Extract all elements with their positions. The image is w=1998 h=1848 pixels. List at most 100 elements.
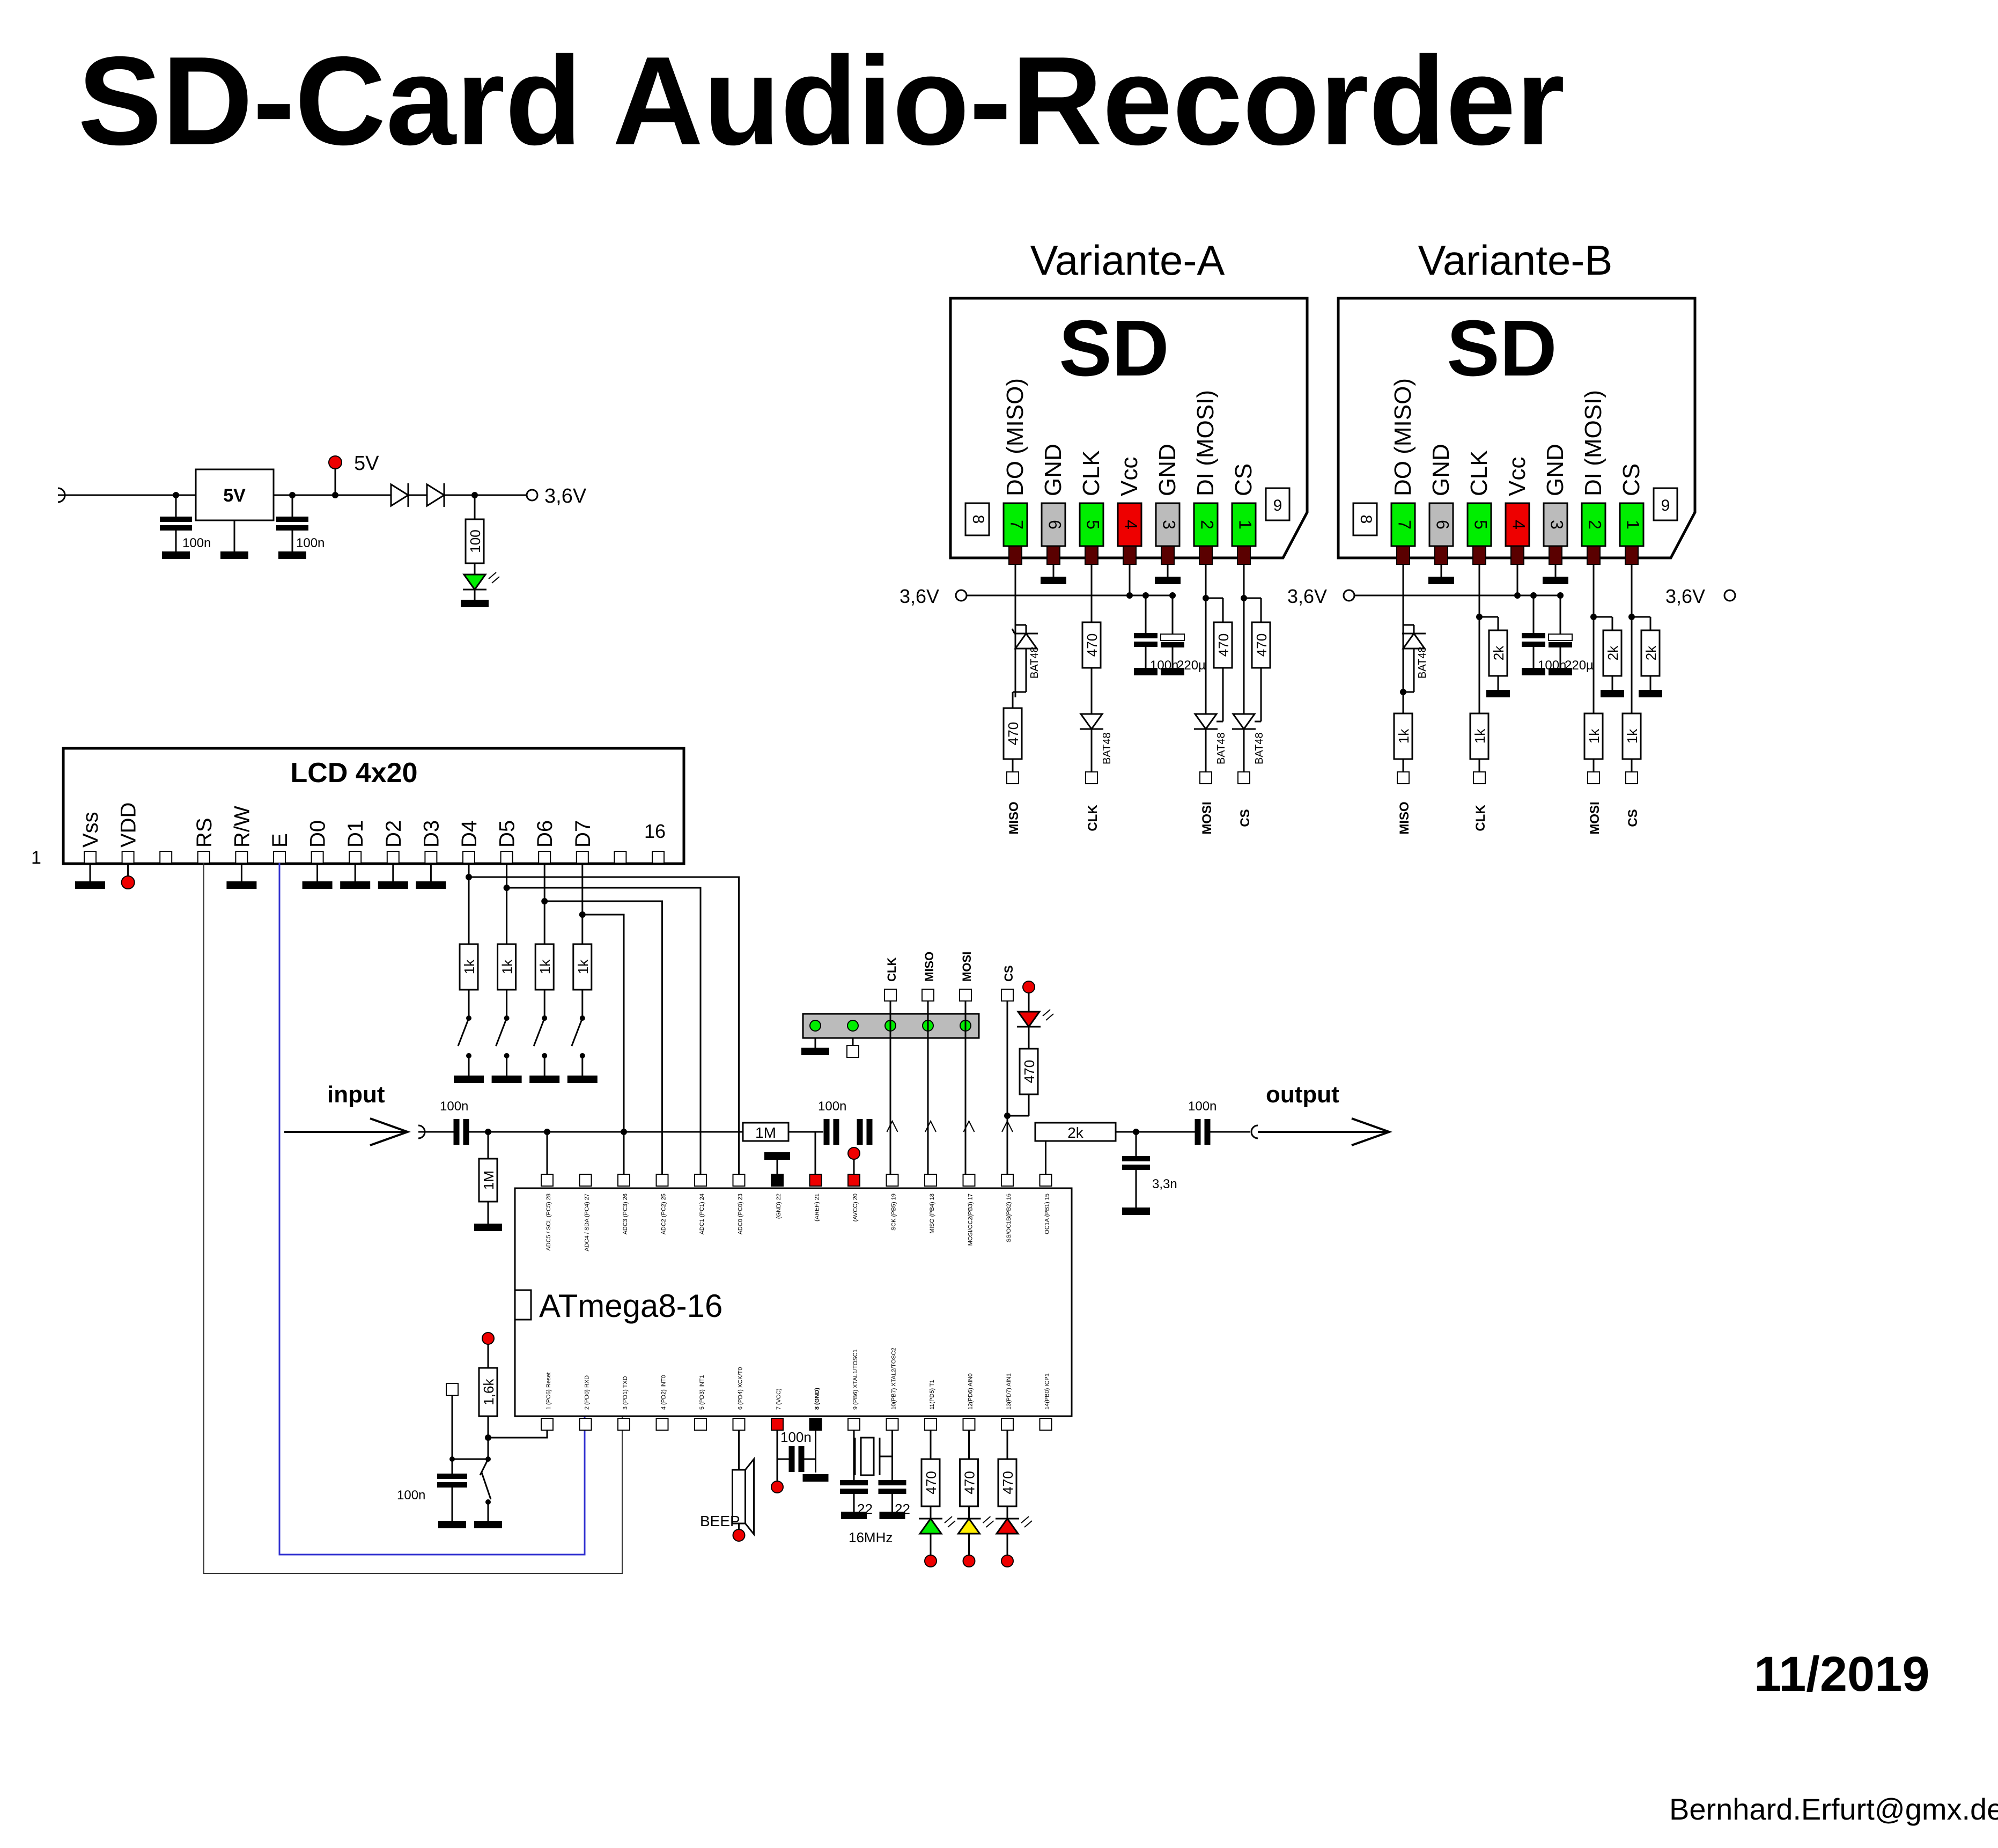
lcd-title: LCD 4x20 bbox=[291, 757, 418, 789]
terminal-3v6 bbox=[1343, 589, 1355, 602]
wire bbox=[506, 887, 702, 1175]
mcu-notch bbox=[514, 1289, 532, 1321]
mcu-pin-label: 8 (GND) bbox=[814, 1388, 821, 1410]
led-resistor-value: 470 bbox=[962, 1471, 978, 1494]
resistor-470-value: 470 bbox=[1084, 634, 1100, 657]
resistor-1k-value: 1k bbox=[1396, 728, 1412, 743]
schottky-diode bbox=[1232, 713, 1256, 731]
sd-pin-label: DI (MOSI) bbox=[1580, 390, 1606, 496]
bias-resistor-value: 1M bbox=[755, 1124, 776, 1141]
mcu-pin-label: 6 (PD4) XCK/T0 bbox=[738, 1367, 744, 1410]
mcu-bottom-pin bbox=[655, 1418, 669, 1431]
sd-pin-lead bbox=[1396, 546, 1410, 565]
sd-pin-2 bbox=[1193, 502, 1219, 547]
reset-cap-value: 100n bbox=[397, 1488, 425, 1503]
diode-label: BAT48 bbox=[1101, 732, 1113, 764]
schottky-diode bbox=[1014, 632, 1038, 650]
sd-pin-num: 6 bbox=[1045, 520, 1065, 529]
sd-pin-num: 5 bbox=[1083, 520, 1103, 529]
mcu-top-pin bbox=[924, 1174, 937, 1187]
lcd-first-pin: 1 bbox=[31, 848, 41, 868]
mcu-top-pin bbox=[541, 1174, 554, 1187]
electrolytic-cap bbox=[1548, 634, 1573, 641]
resistor-1k bbox=[1621, 712, 1642, 760]
mcu-bottom-pin bbox=[847, 1418, 860, 1431]
reset-resistor-value: 1,6k bbox=[481, 1378, 497, 1405]
button-resistor-value: 1k bbox=[575, 959, 591, 974]
supply-5v-dot bbox=[328, 455, 342, 469]
junction-dot bbox=[1241, 595, 1247, 601]
diode-label: BAT48 bbox=[1417, 646, 1428, 679]
crystal bbox=[860, 1437, 875, 1476]
sd-pin-lead bbox=[1434, 546, 1448, 565]
input-resistor bbox=[478, 1158, 498, 1203]
wire bbox=[1351, 1117, 1392, 1146]
resistor-470 bbox=[1213, 621, 1233, 669]
wire bbox=[925, 1120, 937, 1132]
sd-pin-lead bbox=[1625, 546, 1639, 565]
spi-label: CLK bbox=[885, 958, 898, 982]
resistor-2k bbox=[1488, 629, 1508, 677]
spi-pad bbox=[921, 989, 934, 1002]
lcd-pin bbox=[159, 851, 173, 864]
junction-dot bbox=[1530, 592, 1537, 599]
sd-pin-lead bbox=[1046, 546, 1060, 565]
mcu-top-pin bbox=[847, 1174, 860, 1187]
wire bbox=[1011, 628, 1015, 634]
spi-label: MOSI bbox=[960, 952, 974, 982]
sd-pin-5 bbox=[1079, 502, 1104, 547]
sd-logo: SD bbox=[1059, 304, 1169, 393]
signal-pad bbox=[1085, 771, 1098, 784]
mcu-pin-label: SS/OC1B(PB2) 16 bbox=[1006, 1194, 1012, 1242]
mcu-bottom-pin bbox=[924, 1418, 937, 1431]
sd-pin-3 bbox=[1543, 502, 1568, 547]
lcd-pin-label: E bbox=[268, 833, 292, 848]
diode-2 bbox=[426, 483, 446, 507]
wire bbox=[982, 1516, 991, 1523]
lcd-pin bbox=[273, 851, 286, 864]
resistor-470-value: 470 bbox=[1254, 634, 1270, 657]
wire bbox=[544, 900, 663, 1175]
diode-label: BAT48 bbox=[1029, 646, 1041, 679]
sd-pin-1 bbox=[1231, 502, 1257, 547]
header-pin bbox=[809, 1020, 821, 1032]
crystal-label: 16MHz bbox=[849, 1529, 893, 1545]
sd-pin-num: 9 bbox=[1661, 497, 1670, 514]
mcu-pin-label: 11(PD5) T1 bbox=[929, 1380, 935, 1410]
bias-cap-value: 100n bbox=[818, 1099, 846, 1114]
sd-pin-lead bbox=[1085, 546, 1098, 565]
sd-pin-num: 1 bbox=[1236, 520, 1255, 529]
sd-pin-label: GND bbox=[1154, 444, 1181, 496]
wire bbox=[571, 1018, 584, 1047]
mcu-pin-label: MOSI/OC2(PB3) 17 bbox=[968, 1194, 974, 1246]
resistor-470 bbox=[1081, 621, 1102, 669]
button-resistor-value: 1k bbox=[499, 959, 515, 974]
wire bbox=[944, 1516, 953, 1523]
button-resistor bbox=[534, 943, 555, 991]
wire bbox=[203, 863, 623, 1574]
sd-pin-label: CLK bbox=[1466, 450, 1492, 496]
sd-pin-6 bbox=[1428, 502, 1454, 547]
date-label: 11/2019 bbox=[1754, 1647, 1930, 1702]
sd-pin-label: CS bbox=[1230, 463, 1257, 496]
mcu-outline bbox=[514, 1187, 1073, 1417]
led-vcc-dot bbox=[924, 1555, 937, 1567]
vdd-dot bbox=[121, 875, 135, 889]
mcu-pin-label: ADC2 (PC2) 25 bbox=[661, 1194, 667, 1234]
supply-label: 3,6V bbox=[1287, 585, 1327, 607]
mcu-top-pin bbox=[694, 1174, 707, 1187]
led-resistor-value: 470 bbox=[1000, 1471, 1016, 1494]
sd-pin-label: DO (MISO) bbox=[1390, 378, 1416, 496]
sd-pin-lead bbox=[1510, 546, 1524, 565]
sd-pin-8 bbox=[964, 502, 990, 536]
resistor-2k-value: 2k bbox=[1491, 645, 1507, 660]
lcd-pin bbox=[614, 851, 627, 864]
spi-pad bbox=[959, 989, 972, 1002]
sd-pin-label: DO (MISO) bbox=[1002, 378, 1028, 496]
input-resistor-value: 1M bbox=[481, 1170, 497, 1190]
lcd-pin bbox=[386, 851, 400, 864]
lcd-pin bbox=[311, 851, 324, 864]
status-led bbox=[956, 1517, 982, 1535]
